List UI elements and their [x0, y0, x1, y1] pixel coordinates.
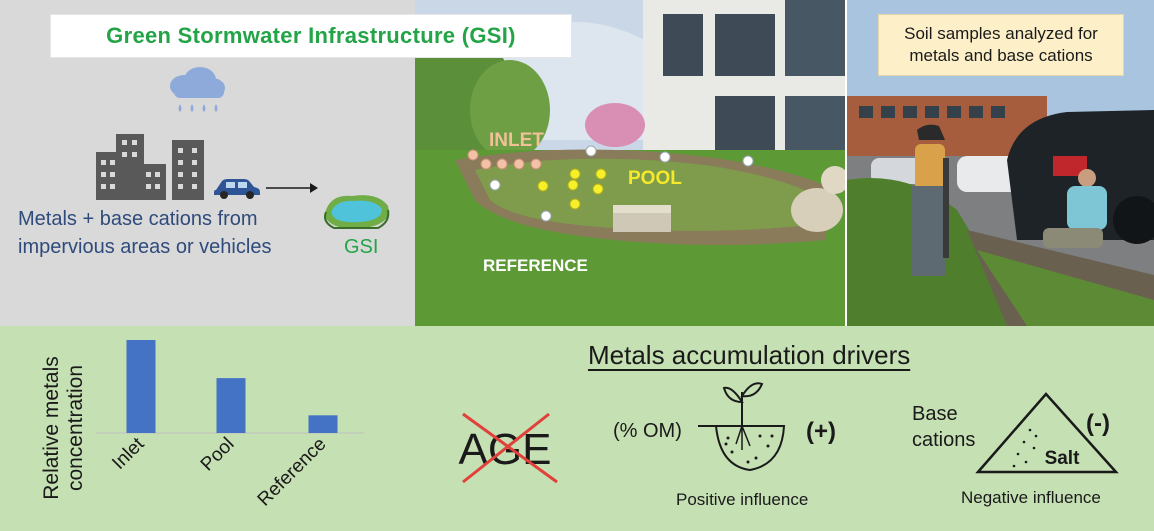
age-crossed-out: AGE	[459, 412, 558, 484]
bar-pool	[216, 378, 246, 433]
negative-sign: (-)	[1086, 410, 1110, 437]
bar-inlet	[126, 340, 156, 433]
cross-line-2	[462, 412, 550, 484]
tick-label-reference: Reference	[254, 434, 331, 511]
bar-reference	[308, 415, 338, 433]
tick-label-inlet: Inlet	[108, 433, 149, 474]
salt-label: Salt	[1045, 448, 1081, 469]
chart-y-axis-label: Relative metalsconcentration	[40, 356, 87, 500]
page-title: Green Stormwater Infrastructure (GSI)	[106, 23, 516, 48]
drivers-title: Metals accumulation drivers	[588, 340, 911, 370]
plant-soil-icon	[698, 382, 786, 472]
source-description: Metals + base cations from impervious ar…	[18, 208, 272, 258]
inlet-label: INLET	[489, 130, 544, 151]
rain-cloud-icon	[170, 67, 225, 112]
pool-label: POOL	[628, 168, 682, 189]
chart-y-axis-label-line-1: Relative metals	[40, 356, 63, 500]
base-cations-label: Base cations	[912, 403, 976, 451]
sampling-callout: Soil samples analyzed for metals and bas…	[878, 14, 1124, 76]
om-label: (% OM)	[613, 420, 682, 442]
arrow-icon	[266, 183, 318, 193]
car-icon	[214, 179, 260, 199]
reference-label: REFERENCE	[483, 256, 588, 275]
gsi-label: GSI	[344, 236, 379, 258]
positive-influence-label: Positive influence	[676, 490, 809, 509]
pond-icon	[324, 195, 390, 229]
metals-bar-chart: Relative metalsconcentration Inlet Pool Re…	[40, 340, 364, 511]
photo-divider	[845, 0, 847, 326]
cross-line-1	[462, 412, 558, 484]
negative-influence-label: Negative influence	[961, 488, 1101, 507]
positive-sign: (+)	[806, 418, 836, 445]
title-box: Green Stormwater Infrastructure (GSI)	[50, 14, 572, 58]
tick-label-pool: Pool	[197, 434, 239, 476]
bottom-panel	[0, 326, 1154, 531]
sampling-callout-text: Soil samples analyzed for metals and bas…	[904, 24, 1098, 65]
buildings-icon	[96, 134, 204, 200]
salt-pile-icon: Salt	[975, 392, 1119, 474]
chart-y-axis-label-line-2: concentration	[64, 365, 87, 491]
